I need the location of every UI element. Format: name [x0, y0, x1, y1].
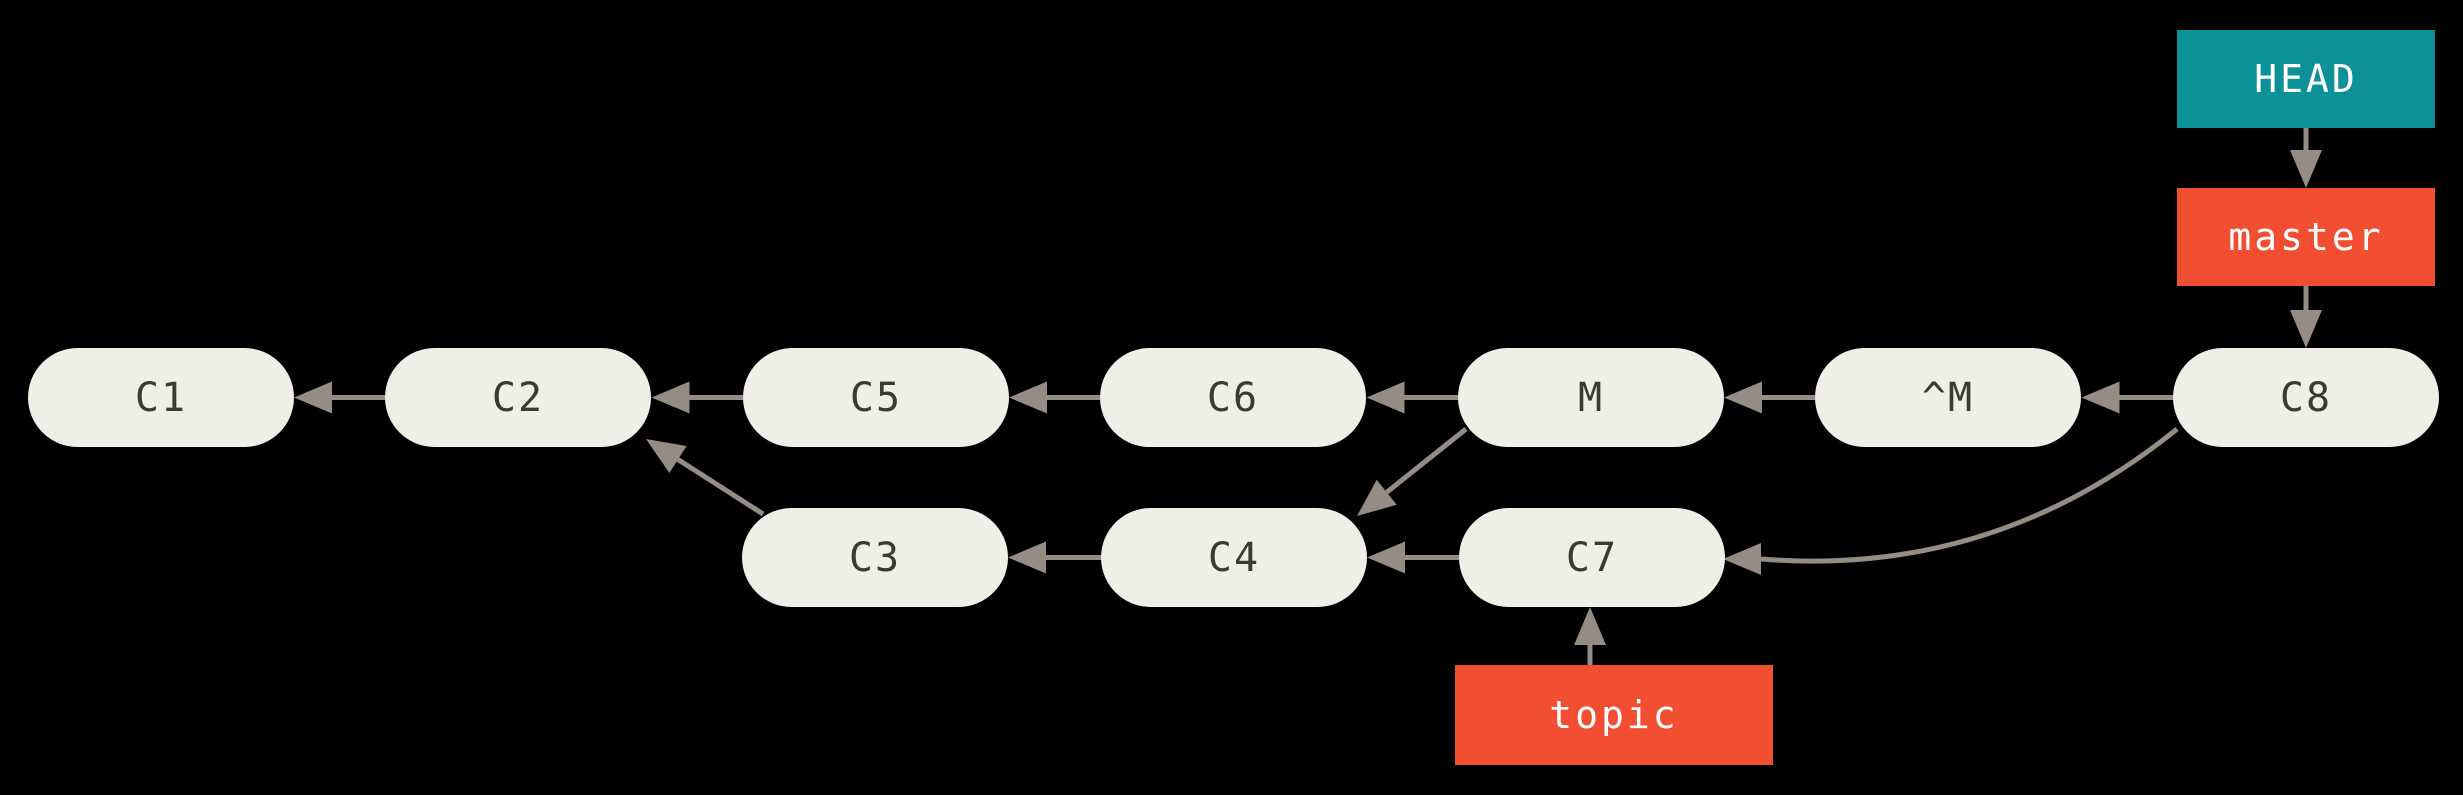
commit-node-m: M [1458, 348, 1724, 447]
commit-label-m: M [1577, 374, 1605, 421]
edge-c8-c7 [1723, 427, 2179, 575]
commit-label-c5: C5 [849, 374, 903, 421]
commit-node-c6: C6 [1100, 348, 1366, 447]
commit-label-c7: C7 [1565, 534, 1619, 581]
topic-label: topic [1549, 693, 1679, 737]
commit-node-c1: C1 [28, 348, 294, 447]
edge-m-c6 [1366, 381, 1458, 414]
edge-revert-m-m [1724, 381, 1815, 414]
edge-c8-revert-m [2081, 381, 2173, 414]
edge-c4-c3 [1008, 541, 1101, 574]
edge-c6-c5 [1009, 381, 1100, 414]
commit-node-revert-m: ^M [1815, 348, 2081, 447]
commit-label-c3: C3 [848, 534, 902, 581]
branch-label-box-master: master [2177, 188, 2435, 286]
head-label: HEAD [2254, 57, 2358, 101]
commit-node-c7: C7 [1459, 508, 1725, 607]
commit-node-c5: C5 [743, 348, 1009, 447]
commit-label-c2: C2 [491, 374, 545, 421]
commit-label-revert-m: ^M [1921, 374, 1975, 421]
edge-head-master [2290, 128, 2322, 188]
edge-master-c8 [2290, 286, 2322, 348]
commit-label-c8: C8 [2279, 374, 2333, 421]
commit-node-c2: C2 [385, 348, 651, 447]
edge-c5-c2 [651, 381, 743, 414]
branch-label-box-topic: topic [1455, 665, 1773, 765]
commit-node-c8: C8 [2173, 348, 2439, 447]
master-label: master [2228, 215, 2384, 259]
commit-label-c4: C4 [1207, 534, 1261, 581]
edge-c2-c1 [294, 381, 385, 414]
head-label-box: HEAD [2177, 30, 2435, 128]
commit-label-c1: C1 [134, 374, 188, 421]
commit-node-c4: C4 [1101, 508, 1367, 607]
edge-topic-c7 [1574, 607, 1606, 665]
edge-c3-c2 [646, 439, 765, 517]
commit-node-c3: C3 [742, 508, 1008, 607]
edge-m-c4 [1357, 427, 1468, 516]
commit-label-c6: C6 [1206, 374, 1260, 421]
edge-c7-c4 [1367, 541, 1459, 574]
